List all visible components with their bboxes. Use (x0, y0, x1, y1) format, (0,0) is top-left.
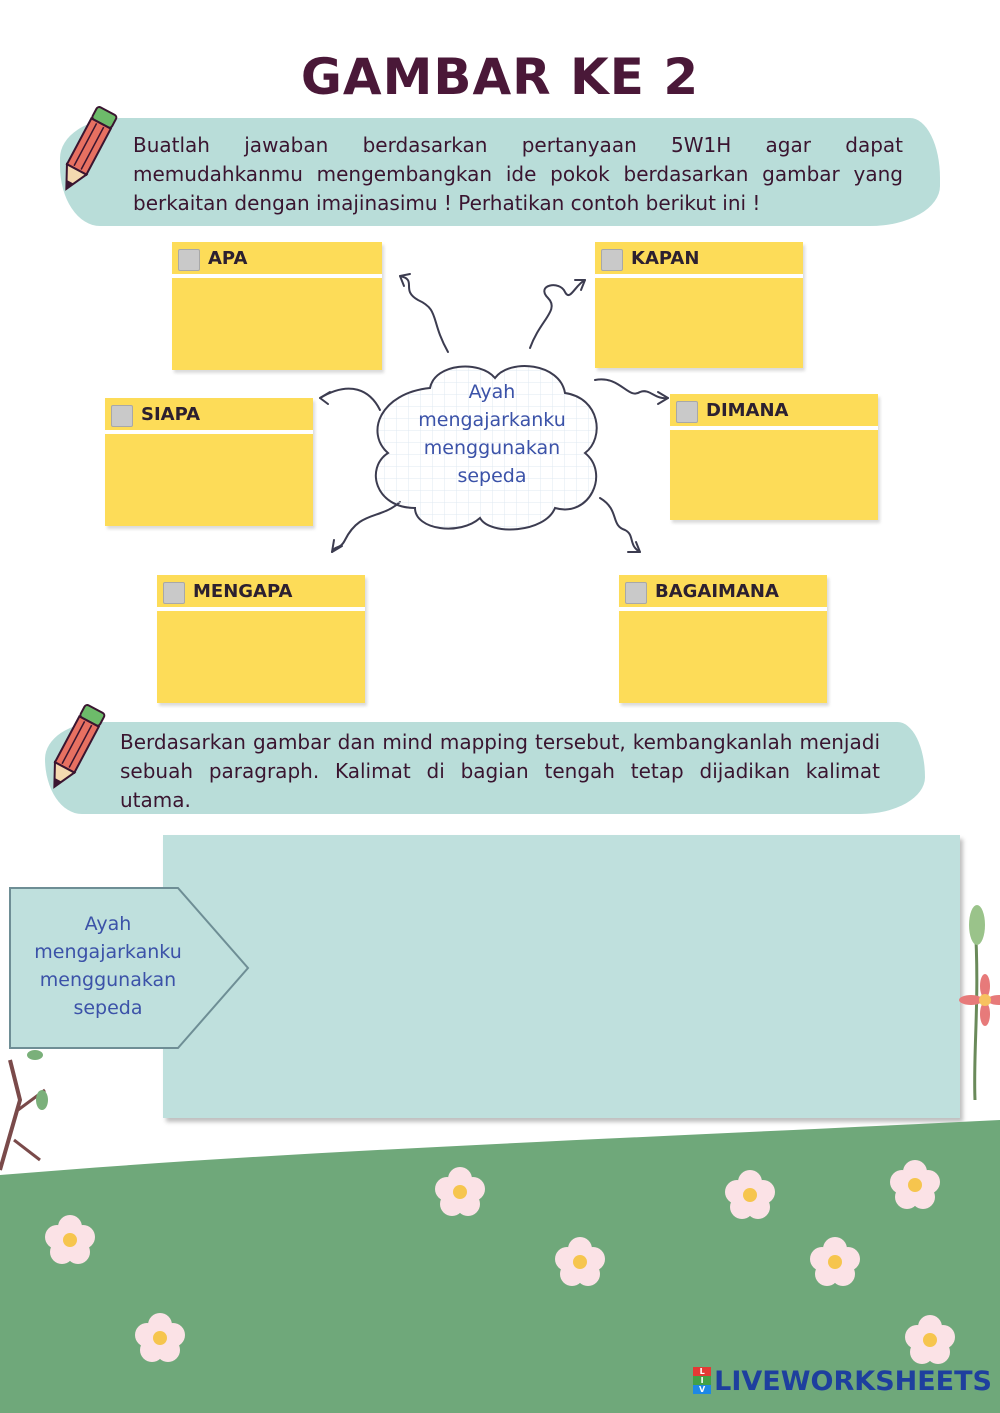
main-sentence: Ayah mengajarkanku menggunakan sepeda (34, 913, 182, 1019)
badge-letter: V (693, 1385, 712, 1394)
box-label: MENGAPA (193, 581, 293, 602)
branch-left-illustration (0, 1050, 48, 1171)
page-title: GAMBAR KE 2 (300, 48, 700, 106)
box-header: MENGAPA (157, 575, 365, 611)
badge-letter: L (693, 1367, 712, 1376)
pencil-icon (65, 106, 118, 191)
box-mengapa[interactable]: MENGAPA (157, 575, 365, 703)
box-kapan[interactable]: KAPAN (595, 242, 803, 368)
central-idea: Ayah mengajarkanku menggunakan sepeda (418, 381, 566, 487)
box-header: KAPAN (595, 242, 803, 278)
box-header: DIMANA (670, 394, 878, 430)
paragraph-answer-area[interactable] (163, 835, 960, 1118)
box-siapa[interactable]: SIAPA (105, 398, 313, 526)
checkbox-icon[interactable] (625, 582, 647, 604)
instruction-text-2: Berdasarkan gambar dan mind mapping ters… (120, 730, 880, 812)
box-label: APA (208, 248, 248, 269)
box-bagaimana[interactable]: BAGAIMANA (619, 575, 827, 703)
liveworksheets-logo: L I V LIVEWORKSHEETS (693, 1361, 992, 1401)
pencil-icon (53, 704, 106, 789)
box-label: SIAPA (141, 404, 201, 425)
checkbox-icon[interactable] (601, 249, 623, 271)
box-header: APA (172, 242, 382, 278)
checkbox-icon[interactable] (676, 401, 698, 423)
instruction-text-1: Buatlah jawaban berdasarkan pertanyaan 5… (133, 133, 903, 215)
badge-letter: I (693, 1376, 712, 1385)
box-label: KAPAN (631, 248, 700, 269)
checkbox-icon[interactable] (111, 405, 133, 427)
box-apa[interactable]: APA (172, 242, 382, 370)
instruction-banner-1 (60, 118, 940, 226)
liveworksheets-badge-icon: L I V (693, 1367, 712, 1395)
box-dimana[interactable]: DIMANA (670, 394, 878, 520)
checkbox-icon[interactable] (178, 249, 200, 271)
liveworksheets-text: LIVEWORKSHEETS (714, 1365, 992, 1397)
box-label: BAGAIMANA (655, 581, 779, 602)
box-header: SIAPA (105, 398, 313, 434)
flower-icon (45, 1160, 955, 1364)
checkbox-icon[interactable] (163, 582, 185, 604)
box-label: DIMANA (706, 400, 789, 421)
box-header: BAGAIMANA (619, 575, 827, 611)
flower-right-illustration (959, 905, 1000, 1100)
main-sentence-arrow (9, 887, 250, 1049)
mindmap-connectors (319, 273, 669, 553)
grass-illustration (0, 1120, 1000, 1413)
instruction-banner-2 (45, 722, 925, 814)
thought-cloud (374, 365, 598, 531)
